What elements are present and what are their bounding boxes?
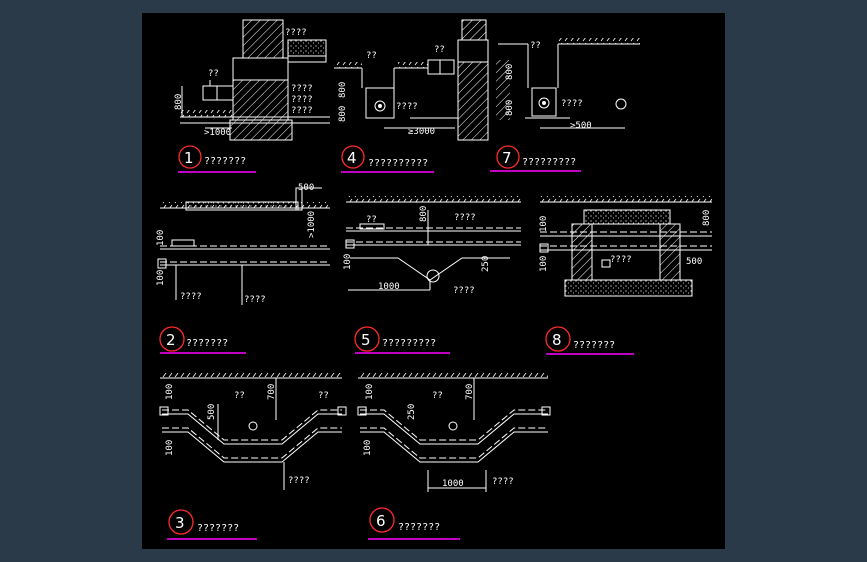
d2-label-b: ???? — [244, 295, 266, 305]
detail-5-caption: ????????? — [382, 338, 436, 349]
detail-7-caption: ????????? — [522, 157, 576, 168]
d8-dim-100a: 100 — [539, 216, 549, 232]
detail-2-circle — [159, 326, 185, 352]
detail-6-circle — [369, 507, 395, 533]
d3-dim-700: 700 — [267, 384, 277, 400]
d3-label-a: ?? — [234, 391, 245, 401]
detail-1-label: 1 ??????? — [178, 145, 256, 173]
d6-dim-100b: 100 — [363, 440, 373, 456]
d5-label-c: ???? — [453, 286, 475, 296]
detail-4-label: 4 ?????????? — [341, 145, 434, 173]
detail-5-number: 5 — [361, 331, 371, 349]
detail-3-label: 3 ??????? — [167, 509, 257, 540]
detail-6-number: 6 — [376, 512, 386, 530]
detail-6-label: 6 ??????? — [368, 507, 460, 540]
detail-8-drawing: ???? 800 500 100 100 — [539, 196, 712, 297]
d2-label-a: ???? — [180, 292, 202, 302]
d6-label-c: ???? — [492, 477, 514, 487]
d5-label-b: ???? — [454, 213, 476, 223]
detail-5-circle — [354, 326, 380, 352]
d2-dim-1000: >1000 — [307, 211, 317, 238]
detail-4-drawing: ?? ?? ???? 800 800 ≥3000 — [334, 19, 489, 141]
detail-8-number: 8 — [552, 331, 562, 349]
detail-2-drawing: 500 >1000 100 100 ???? ???? — [156, 183, 330, 305]
d3-label-b: ?? — [318, 391, 329, 401]
d3-dim-100a: 100 — [165, 384, 175, 400]
d8-label-a: ???? — [610, 255, 632, 265]
d6-dim-100a: 100 — [365, 384, 375, 400]
d6-dim-250: 250 — [407, 404, 417, 420]
detail-7-label: 7 ????????? — [490, 145, 581, 172]
d1-dim-1000: >1000 — [204, 128, 231, 138]
d1-label-e: ???? — [291, 106, 313, 116]
d4-label-c: ???? — [396, 102, 418, 112]
detail-1-drawing: ???? ?? ???? ???? ???? 800 >1000 — [174, 19, 330, 141]
d4-label-a: ?? — [366, 51, 377, 61]
d1-dim-800: 800 — [174, 94, 184, 110]
detail-7-circle — [496, 145, 520, 169]
d4-dim-a: 800 — [338, 82, 348, 98]
d1-label-a: ???? — [285, 28, 307, 38]
detail-2-label: 2 ??????? — [159, 326, 246, 354]
detail-1-caption: ??????? — [204, 156, 246, 167]
detail-7-drawing: ?? ???? 800 800 >500 — [496, 38, 640, 131]
d1-label-c: ???? — [291, 84, 313, 94]
d5-dim-100: 100 — [343, 254, 353, 270]
d1-label-d: ???? — [291, 95, 313, 105]
d6-dim-700: 700 — [465, 384, 475, 400]
detail-1-circle — [178, 145, 202, 169]
detail-8-caption: ??????? — [573, 340, 615, 351]
d4-dim-b: 800 — [338, 106, 348, 122]
detail-6-caption: ??????? — [398, 522, 440, 533]
detail-5-drawing: ?? ???? ???? 800 100 250 1000 — [343, 196, 521, 296]
d4-label-b: ?? — [434, 45, 445, 55]
d2-dim-500: 500 — [298, 183, 314, 193]
d1-label-b: ?? — [208, 69, 219, 79]
d4-dim-c: ≥3000 — [408, 127, 435, 137]
detail-4-number: 4 — [347, 149, 357, 167]
detail-6-drawing: ?? ???? 100 250 700 100 1000 — [357, 372, 551, 492]
detail-3-number: 3 — [175, 514, 185, 532]
d3-dim-500: 500 — [207, 404, 217, 420]
d6-label-a: ?? — [432, 391, 443, 401]
detail-1-number: 1 — [184, 149, 194, 167]
detail-4-circle — [341, 145, 365, 169]
d7-label-a: ?? — [530, 41, 541, 51]
d8-dim-500: 500 — [686, 257, 702, 267]
d2-dim-100b: 100 — [156, 270, 166, 286]
d5-label-a: ?? — [366, 215, 377, 225]
detail-2-caption: ??????? — [186, 338, 228, 349]
d7-dim-b: 800 — [505, 100, 515, 116]
d3-dim-100b: 100 — [165, 440, 175, 456]
d6-dim-1000: 1000 — [442, 479, 464, 489]
d7-dim-a: 800 — [505, 64, 515, 80]
d3-label-c: ???? — [288, 476, 310, 486]
detail-5-label: 5 ????????? — [354, 326, 450, 354]
detail-4-caption: ?????????? — [368, 158, 428, 169]
detail-3-caption: ??????? — [197, 523, 239, 534]
d5-dim-1000: 1000 — [378, 282, 400, 292]
detail-3-circle — [168, 509, 194, 535]
detail-8-label: 8 ??????? — [545, 326, 634, 355]
detail-8-circle — [545, 326, 571, 352]
d5-dim-250: 250 — [481, 256, 491, 272]
d8-dim-800: 800 — [702, 210, 712, 226]
d7-label-b: ???? — [561, 99, 583, 109]
d5-dim-800: 800 — [419, 206, 429, 222]
d8-dim-100b: 100 — [539, 256, 549, 272]
d2-dim-100a: 100 — [156, 230, 166, 246]
detail-2-number: 2 — [166, 331, 176, 349]
d7-dim-c: >500 — [570, 121, 592, 131]
detail-7-number: 7 — [502, 149, 512, 167]
detail-3-drawing: ?? ?? ???? 100 500 700 100 — [159, 372, 347, 490]
